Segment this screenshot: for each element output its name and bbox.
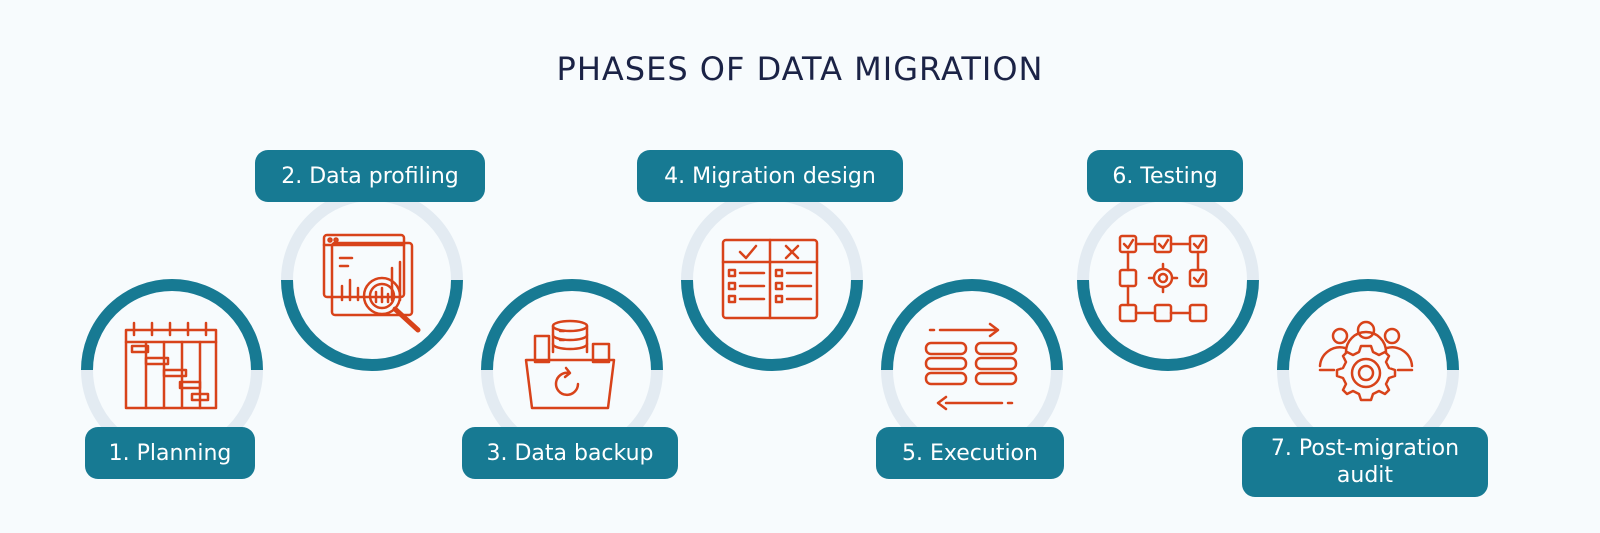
chart-magnifier-icon (322, 233, 421, 333)
phase-5-label: 5. Execution (876, 427, 1064, 479)
checklist-book-icon (721, 238, 819, 320)
phase-4-ring-arc (681, 279, 863, 371)
phase-2-ring-arc (281, 279, 463, 371)
phase-5-ring-arc (881, 279, 1063, 371)
phase-4-label: 4. Migration design (637, 150, 903, 202)
team-gear-icon (1318, 320, 1414, 402)
phase-6-ring-arc (1077, 279, 1259, 371)
page-title: PHASES OF DATA MIGRATION (556, 50, 1044, 88)
phase-7-label: 7. Post-migration audit (1242, 427, 1488, 497)
database-transfer-icon (924, 322, 1018, 411)
flow-checklist-gear-icon (1118, 234, 1208, 323)
phase-6-label: 6. Testing (1087, 150, 1243, 202)
gantt-calendar-icon (124, 321, 218, 410)
phase-1-ring-arc (81, 279, 263, 371)
database-folder-icon (524, 319, 616, 410)
phase-2-label: 2. Data profiling (255, 150, 485, 202)
phase-3-label: 3. Data backup (462, 427, 678, 479)
phase-rings (81, 189, 1459, 461)
phase-3-ring-arc (481, 279, 663, 371)
phase-7-ring-arc (1277, 279, 1459, 371)
phase-1-label: 1. Planning (85, 427, 255, 479)
